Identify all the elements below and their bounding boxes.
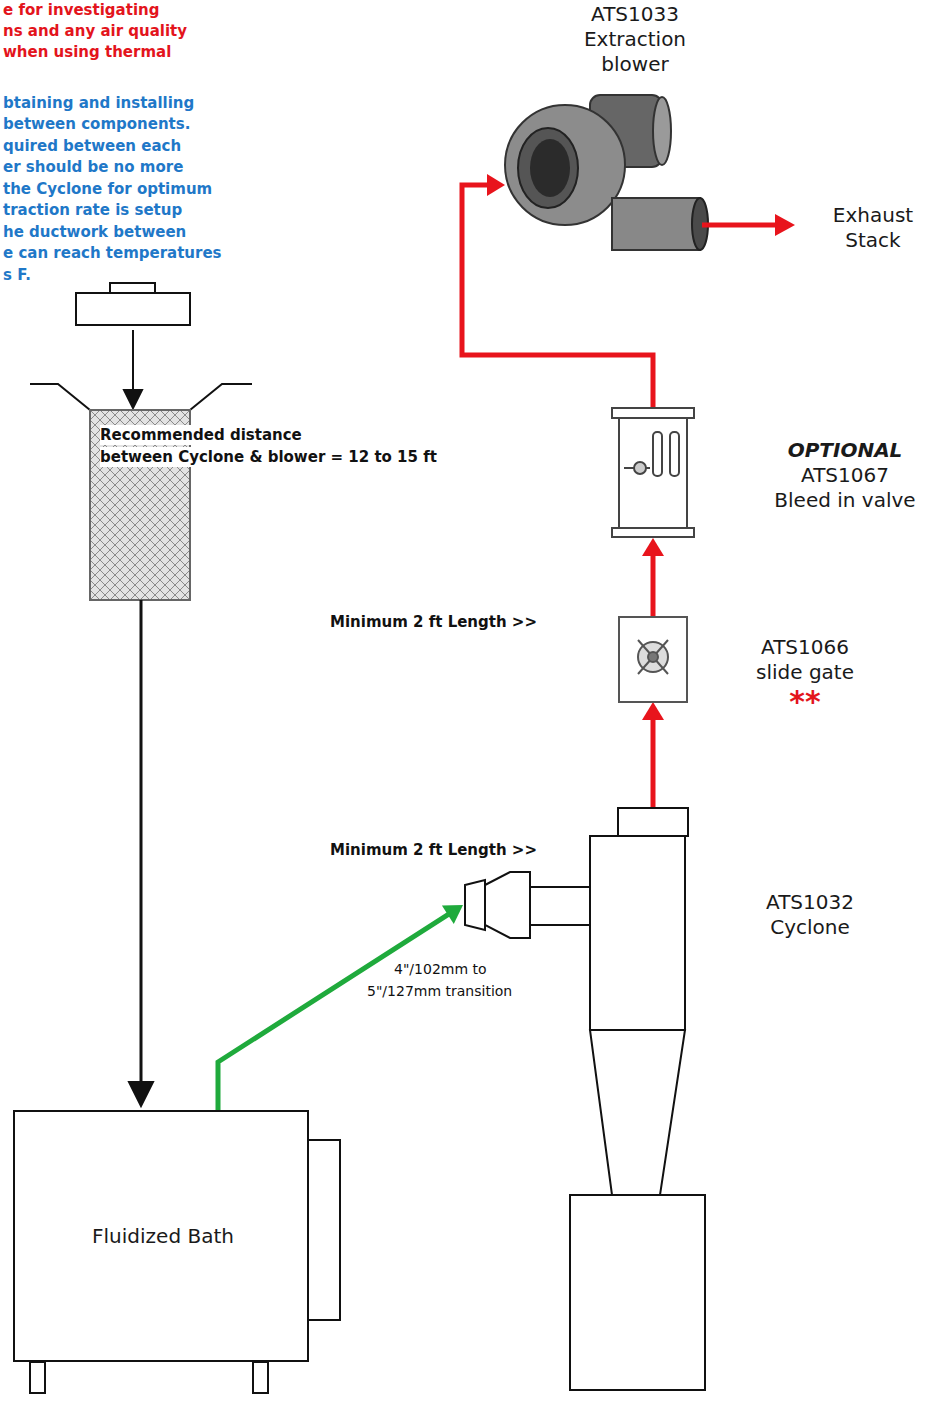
note-text: e for investigating — [3, 0, 159, 20]
text-column: ATS1032Cyclone — [710, 890, 910, 940]
gate-node: ATS1066slide gate** — [619, 617, 687, 702]
note-text: btaining and installing — [3, 93, 194, 113]
duct-line — [651, 554, 656, 617]
exhaust-arrow — [702, 214, 795, 236]
duct-connector — [642, 702, 664, 808]
note-text: he ductwork between — [3, 222, 186, 242]
bath-node: Fluidized Bath — [13, 1110, 309, 1362]
duct-connector — [218, 905, 463, 1110]
arrow-head — [487, 174, 505, 196]
node-label: Cyclone — [710, 915, 910, 940]
lid-and-basket — [30, 283, 252, 1106]
blower-node: ATS1033Extraction blower — [505, 0, 770, 250]
arrow-head — [642, 702, 664, 720]
cyclone-node: ATS1032Cyclone — [463, 808, 705, 1390]
node-label: ATS1033 — [565, 2, 705, 27]
node-label: ATS1066 — [705, 635, 905, 660]
text-column: ATS1033Extraction blower — [565, 2, 705, 77]
node-label: slide gate — [705, 660, 905, 685]
note-text: Minimum 2 ft Length >> — [330, 612, 537, 632]
bleed-valve-illustration — [612, 408, 694, 537]
note-text: e can reach temperatures — [3, 243, 222, 263]
note-text: quired between each — [3, 136, 181, 156]
node-label: Bleed in valve — [715, 488, 946, 513]
note-text: when using thermal — [3, 42, 171, 62]
arrow-head — [642, 538, 664, 556]
node-label: ATS1032 — [710, 890, 910, 915]
node-label: ** — [705, 685, 905, 718]
note-text: 4"/102mm to — [394, 960, 487, 979]
duct-line — [218, 914, 450, 1110]
node-label: ATS1067 — [715, 463, 946, 488]
note-text: Recommended distance — [100, 425, 302, 445]
note-text: Exhaust Stack — [823, 203, 923, 253]
note-text: the Cyclone for optimum — [3, 179, 212, 199]
blower-illustration — [505, 95, 708, 250]
note-text: traction rate is setup — [3, 200, 182, 220]
node-label: OPTIONAL — [715, 438, 946, 463]
text-column: OPTIONALATS1067Bleed in valve — [715, 438, 946, 513]
note-text: ns and any air quality — [3, 21, 187, 41]
note-text: er should be no more — [3, 157, 183, 177]
note-text: Minimum 2 ft Length >> — [330, 840, 537, 860]
note-text: between Cyclone & blower = 12 to 15 ft — [100, 447, 437, 467]
valve-node: OPTIONALATS1067Bleed in valve — [617, 408, 689, 538]
slide-gate-illustration — [619, 617, 687, 702]
node-label: Extraction blower — [565, 27, 705, 77]
text-column: ATS1066slide gate** — [705, 635, 905, 718]
note-text: between components. — [3, 114, 190, 134]
node-label: Fluidized Bath — [15, 1224, 311, 1249]
duct-connector — [642, 538, 664, 617]
note-text: s F. — [3, 265, 31, 285]
text-column: Fluidized Bath — [15, 1224, 311, 1249]
note-text: 5"/127mm transition — [367, 982, 512, 1001]
cyclone-illustration — [465, 808, 705, 1390]
duct-line — [651, 718, 656, 808]
